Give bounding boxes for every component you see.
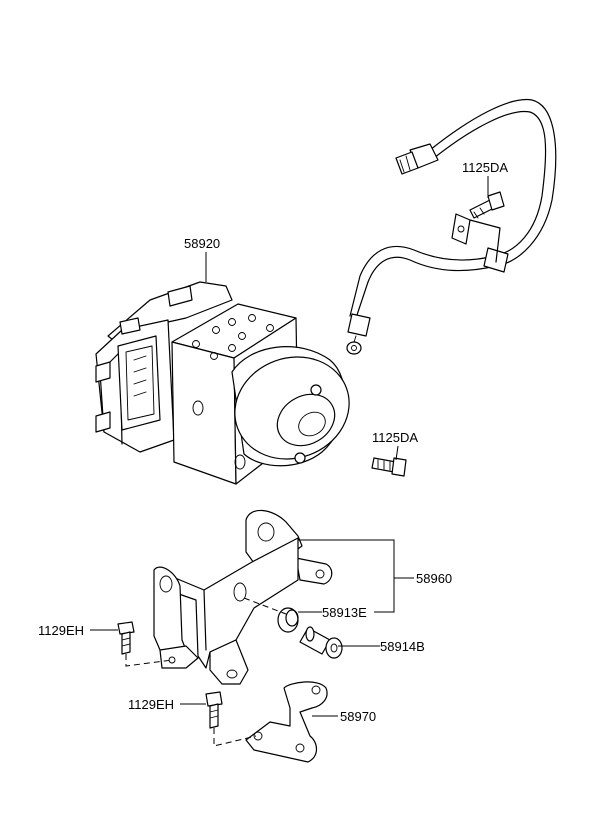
label-58960: 58960 [416, 571, 452, 586]
bushing-58914b [299, 626, 343, 659]
label-1129eh-lower: 1129EH [128, 697, 174, 712]
label-1125da-upper: 1125DA [462, 160, 508, 175]
bolt-1129eh-left [117, 621, 135, 655]
bolt-1129eh-lower [205, 691, 223, 729]
label-58970: 58970 [340, 709, 376, 724]
label-1129eh-left: 1129EH [38, 623, 84, 638]
dashed-assembly-lines [125, 597, 287, 747]
hydraulic-unit [95, 281, 350, 485]
bracket-58960 [153, 509, 333, 685]
label-1125da-lower: 1125DA [372, 430, 418, 445]
bolt-1125da-lower [371, 457, 407, 477]
grommet-58913e [277, 607, 299, 633]
label-58920: 58920 [184, 236, 220, 251]
leader-lines [90, 176, 489, 717]
brake-hose [346, 98, 557, 355]
label-58914b: 58914B [380, 639, 425, 654]
label-58913e: 58913E [322, 605, 367, 620]
bolt-1125da-upper [469, 191, 505, 219]
bracket-58970 [245, 681, 328, 763]
